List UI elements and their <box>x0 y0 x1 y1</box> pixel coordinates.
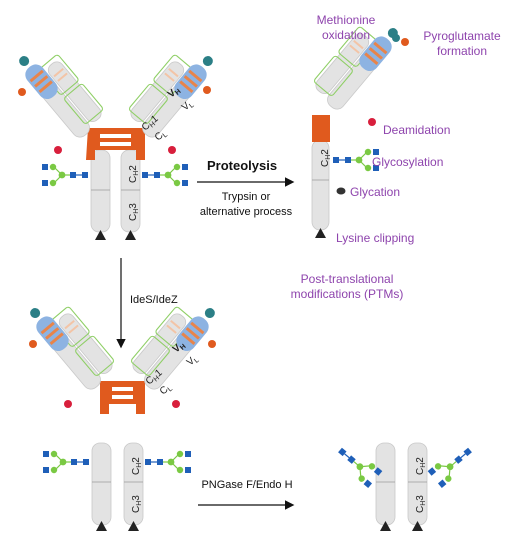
fc-fragments-glycosylated: CH2 CH3 <box>42 442 192 531</box>
c-terminal-left <box>95 230 106 240</box>
deamidation-marker <box>54 146 62 154</box>
ptm-glycation: Glycation <box>350 185 400 199</box>
proteolysis-enzyme-line2: alternative process <box>200 206 293 218</box>
svg-text:CH3: CH3 <box>415 495 427 513</box>
ides-step: IdeS/IdeZ <box>116 258 178 349</box>
fab2-fragment: CH1 CL VH VL <box>23 289 222 414</box>
ptm-deamidation: Deamidation <box>383 123 450 137</box>
c-terminal-right <box>125 230 136 240</box>
ptm-glycosylation: Glycosylation <box>372 155 443 169</box>
proteolysis-step: Proteolysis Trypsin or alternative proce… <box>197 158 295 218</box>
released-glycan-right <box>426 440 478 489</box>
fc-heavy-chain-left <box>90 149 111 233</box>
svg-text:CH2: CH2 <box>320 149 332 167</box>
fab-arm-left <box>12 37 110 142</box>
ptm-methionine-line1: Methionine <box>317 13 376 27</box>
ptm-pyroglutamate-line1: Pyroglutamate <box>423 29 501 43</box>
svg-text:CH3: CH3 <box>131 495 143 513</box>
proteolysis-title: Proteolysis <box>207 158 277 173</box>
ptm-lysine-clipping: Lysine clipping <box>336 231 414 245</box>
label-ch2: CH2 <box>128 165 140 183</box>
ptm-methionine-line2: oxidation <box>322 28 370 42</box>
pngase-label: PNGase F/Endo H <box>201 479 292 491</box>
ptm-pyroglutamate-line2: formation <box>437 44 487 58</box>
digested-fragment: CH2 <box>307 9 409 238</box>
glycan-left <box>41 163 89 187</box>
ptm-labels: Methionine oxidation Pyroglutamate forma… <box>291 13 501 301</box>
pngase-step: PNGase F/Endo H <box>198 479 295 510</box>
ptm-summary-line1: Post-translational <box>301 272 394 286</box>
intact-antibody: CH1 CL VH VL CH2 CH3 <box>12 37 220 240</box>
ptm-summary-line2: modifications (PTMs) <box>291 287 404 301</box>
label-ch3: CH3 <box>128 203 140 221</box>
released-glycan-left <box>332 440 384 489</box>
proteolysis-enzyme-line1: Trypsin or <box>222 191 271 203</box>
svg-text:CH2: CH2 <box>131 457 143 475</box>
svg-text:VL: VL <box>185 353 201 369</box>
pyroglutamate-marker <box>18 88 26 96</box>
fc-fragments-deglycosylated: CH2 CH3 <box>332 440 478 531</box>
glycan-right <box>141 163 189 187</box>
ides-label: IdeS/IdeZ <box>130 294 178 306</box>
svg-text:CH2: CH2 <box>415 457 427 475</box>
